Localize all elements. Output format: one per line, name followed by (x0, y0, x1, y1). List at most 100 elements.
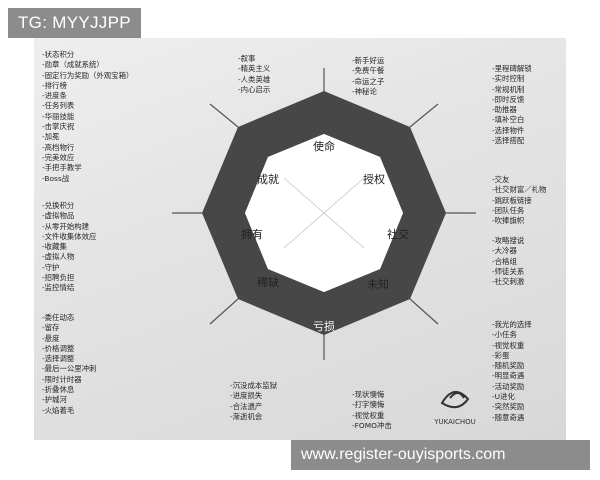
photo-frame: Occalyst 使命 成就 授权 拥有 社交 稀缺 (34, 38, 566, 440)
technique-item: -固定行为奖励（外观宝箱） (42, 70, 134, 80)
technique-item: -现状懊悔 (352, 390, 385, 399)
technique-item: -沉没成本监狱 (230, 381, 278, 390)
technique-item: -助推器 (492, 105, 517, 115)
technique-item: -收藏集 (42, 242, 67, 252)
core-drive-bottom-label: 亏损 (313, 319, 335, 333)
list-bottom-mid-right: -现状懊悔-打字懊悔-视觉权重-FOMO冲击 (352, 390, 392, 431)
technique-item: -活动奖励 (492, 381, 525, 391)
core-drive-right-label: 社交 (387, 227, 409, 241)
technique-item: -吹捧旗帜 (492, 216, 525, 226)
list-top-right: -里程碑解锁-实时控制-常规机制-即时反馈-助推器-填补空白-选择物件-选择搭配 (492, 64, 532, 146)
technique-item: -击掌庆祝 (42, 122, 75, 132)
core-drive-upper-right-label: 授权 (363, 172, 385, 186)
technique-item: -状态积分 (42, 50, 75, 59)
list-top-left: -状态积分-勋章（成就系统）-固定行为奖励（外观宝箱）-排行榜-进度条-任务列表… (42, 50, 133, 184)
technique-item: -实时控制 (492, 74, 525, 84)
technique-item: -加冕 (42, 132, 60, 142)
technique-item: -精英主义 (238, 64, 271, 74)
core-drive-upper-left-label: 成就 (257, 172, 279, 186)
technique-item: -社交财富／礼物 (492, 185, 547, 195)
technique-item: -叙事 (238, 54, 256, 63)
technique-item: -任务列表 (42, 101, 75, 111)
technique-item: -我光的选择 (492, 320, 532, 329)
list-mid-right-a: -交友-社交财富／礼物-跳跃板链接-团队任务-吹捧旗帜 (492, 175, 546, 226)
technique-item: -合法遗产 (230, 401, 263, 411)
technique-item: -招聘负担 (42, 273, 75, 283)
technique-item: -选择搭配 (492, 136, 525, 146)
technique-item: -华丽技能 (42, 111, 75, 121)
spoke-bottom-right (409, 298, 439, 325)
technique-item: -交友 (492, 175, 510, 184)
technique-item: -Boss战 (42, 173, 70, 183)
list-bottom-mid-left: -沉没成本监狱-进度损失-合法遗产-渐逝机会 (230, 381, 277, 422)
watermark-url[interactable]: www.register-ouyisports.com (291, 440, 590, 470)
diagram-spokes (172, 68, 476, 360)
technique-item: -价格调整 (42, 343, 75, 353)
technique-item: -限时计时器 (42, 374, 82, 384)
technique-item: -视觉权重 (492, 340, 525, 350)
technique-item: -社交刺激 (492, 277, 525, 287)
technique-item: -委任动态 (42, 313, 75, 322)
technique-item: -监控情结 (42, 283, 75, 293)
spoke-top-right (409, 103, 439, 128)
core-divider-lines (283, 177, 365, 249)
technique-item: -攻略搜说 (492, 236, 525, 245)
technique-item: -护城河 (42, 395, 67, 405)
technique-item: -常规机制 (492, 84, 525, 94)
list-mid-right-b: -攻略搜说-大冷器-合格组-师徒关系-社交刺激 (492, 236, 524, 287)
technique-item: -渐逝机会 (230, 411, 263, 421)
technique-item: -留存 (42, 323, 60, 333)
technique-item: -折叠休息 (42, 385, 75, 395)
technique-item: -最后一公里冲刺 (42, 364, 97, 374)
technique-item: -合格组 (492, 256, 517, 266)
technique-item: -兑换积分 (42, 201, 75, 210)
technique-item: -FOMO冲击 (352, 420, 392, 430)
technique-item: -随意奇遇 (492, 412, 525, 422)
technique-item: -悬度 (42, 333, 60, 343)
octagon-ring (202, 91, 446, 335)
list-bottom-right: -我光的选择-小任务-视觉权重-彩蛋-随机奖励-明显奇遇-活动奖励-U进化-突然… (492, 320, 532, 423)
technique-item: -虚拟人物 (42, 252, 75, 262)
core-drive-left-label: 拥有 (241, 227, 263, 241)
list-top-mid: -叙事-精英主义-人类英雄-内心启示 (238, 54, 270, 95)
core-drive-lower-left-label: 稀缺 (257, 275, 279, 289)
technique-item: -手把手教学 (42, 163, 82, 173)
octalysis-logo: YUKAICHOU (433, 391, 476, 426)
logo-mark-icon (440, 391, 470, 409)
technique-item: -虚拟物品 (42, 211, 75, 221)
technique-item: -守护 (42, 262, 60, 272)
technique-item: -里程碑解锁 (492, 64, 532, 73)
technique-item: -完美效应 (42, 152, 75, 162)
technique-item: -打字懊悔 (352, 400, 385, 410)
technique-item: -进度损失 (230, 391, 263, 401)
technique-item: -勋章（成就系统） (42, 60, 104, 70)
technique-item: -从零开始构建 (42, 221, 90, 231)
spoke-bottom-left (209, 298, 239, 325)
technique-item: -文件收集体效应 (42, 231, 97, 241)
spoke-top-left (209, 103, 239, 128)
technique-item: -填补空白 (492, 115, 525, 125)
technique-item: -选择调整 (42, 354, 75, 364)
technique-item: -免费午餐 (352, 66, 385, 76)
technique-item: -U进化 (492, 392, 515, 402)
technique-item: -彩蛋 (492, 350, 510, 360)
list-bottom-left: -委任动态-留存-悬度-价格调整-选择调整-最后一公里冲刺-限时计时器-折叠休息… (42, 313, 96, 416)
technique-item: -视觉权重 (352, 410, 385, 420)
technique-item: -新手好运 (352, 56, 385, 65)
technique-item: -即时反馈 (492, 94, 525, 104)
technique-item: -突然奖励 (492, 402, 525, 412)
technique-item: -进度条 (42, 91, 67, 101)
list-mid-left: -兑换积分-虚拟物品-从零开始构建-文件收集体效应-收藏集-虚拟人物-守护-招聘… (42, 201, 96, 294)
list-top-right-mid: -新手好运-免费午餐-命运之子-神秘论 (352, 56, 384, 97)
core-drive-lower-right-label: 未知 (367, 277, 389, 291)
logo-text: YUKAICHOU (433, 418, 476, 426)
technique-item: -神秘论 (352, 86, 377, 96)
technique-item: -火焰着毛 (42, 405, 75, 415)
technique-item: -明显奇遇 (492, 371, 525, 381)
technique-item: -内心启示 (238, 84, 271, 94)
technique-item: -随机奖励 (492, 361, 525, 371)
tag-badge: TG: MYYJJPP (8, 8, 141, 38)
octalysis-diagram: 使命 成就 授权 拥有 社交 稀缺 未知 亏损 YUKAICHOU (172, 68, 476, 426)
technique-item: -命运之子 (352, 76, 385, 86)
technique-item: -师徒关系 (492, 266, 525, 276)
